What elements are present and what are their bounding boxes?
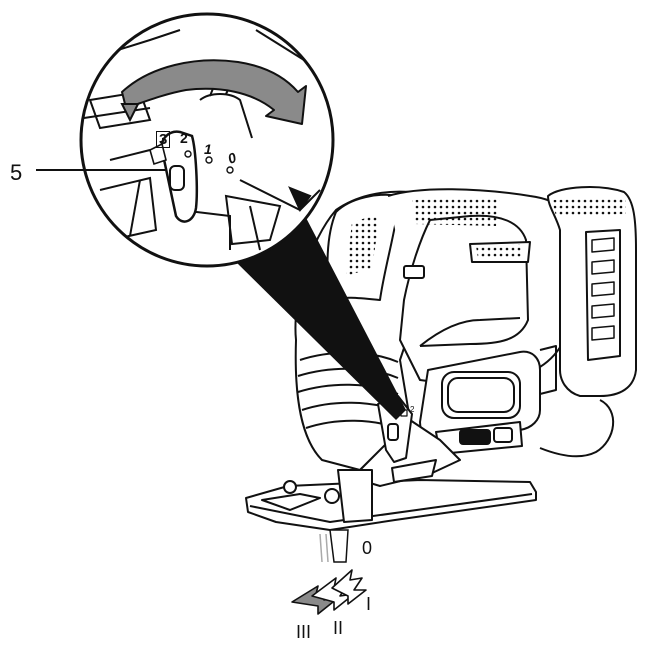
mode-label-I: I (366, 594, 372, 614)
dial-position-1: 1 (204, 141, 212, 157)
rotation-arrow (121, 59, 307, 125)
magnifier-cone (234, 210, 406, 420)
dial-position-3: 3 (156, 131, 171, 148)
svg-text:2: 2 (410, 405, 415, 414)
arrow-I (331, 569, 367, 605)
magnifier-view (79, 12, 335, 268)
mode-label-III: III (296, 622, 312, 642)
mode-label-II: II (333, 618, 344, 638)
orbit-arrows (291, 569, 367, 615)
callout-number: 5 (10, 160, 23, 185)
mode-label-0: 0 (362, 538, 373, 558)
dial-position-2: 2 (180, 130, 188, 146)
blade (319, 529, 349, 563)
